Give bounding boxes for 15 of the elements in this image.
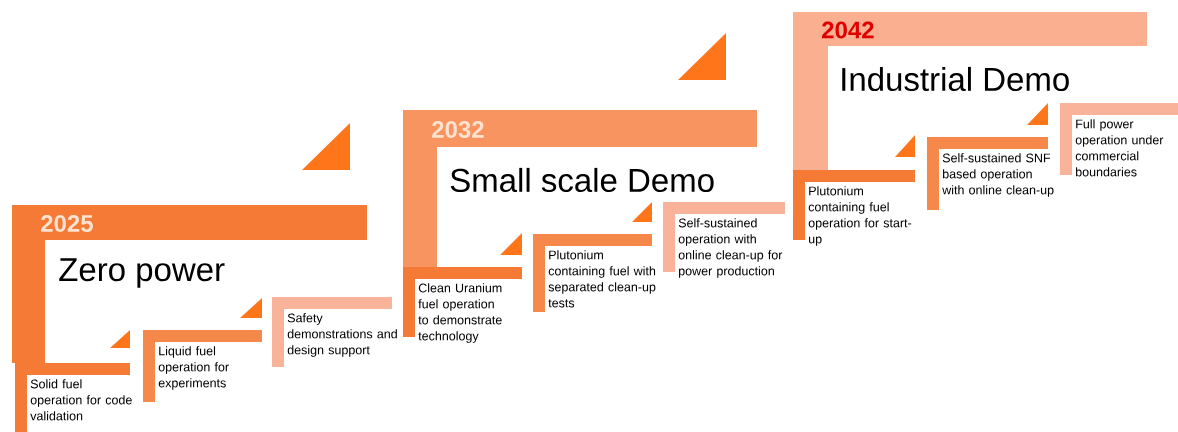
step-box: Plutonium containing fuel operation for start-up xyxy=(793,170,915,246)
phase-title: Zero power xyxy=(59,258,225,288)
year-label: 2025 xyxy=(41,215,93,232)
step-box: Plutonium containing fuel with separated clean-up tests xyxy=(533,234,656,312)
year-label: 2032 xyxy=(432,121,484,138)
step-box: Self-sustained SNF based operation with online clean-up xyxy=(927,137,1054,210)
phase-title: Small scale Demo xyxy=(450,167,714,193)
step-box: Safety demonstrations and design support xyxy=(272,297,397,367)
step-box: Self-sustained operation with online clean-up for power production xyxy=(663,202,785,278)
phase-title: Industrial Demo xyxy=(842,66,1069,92)
step-box: Clean Uranium fuel operation to demonstrate technology xyxy=(403,267,522,343)
step-box: Full power operation under commercial boundaries xyxy=(1060,103,1178,177)
step-box: Solid fuel operation for code validation xyxy=(15,363,132,432)
year-label: 2042 xyxy=(822,21,874,39)
step-box: Liquid fuel operation for experiments xyxy=(143,330,262,402)
